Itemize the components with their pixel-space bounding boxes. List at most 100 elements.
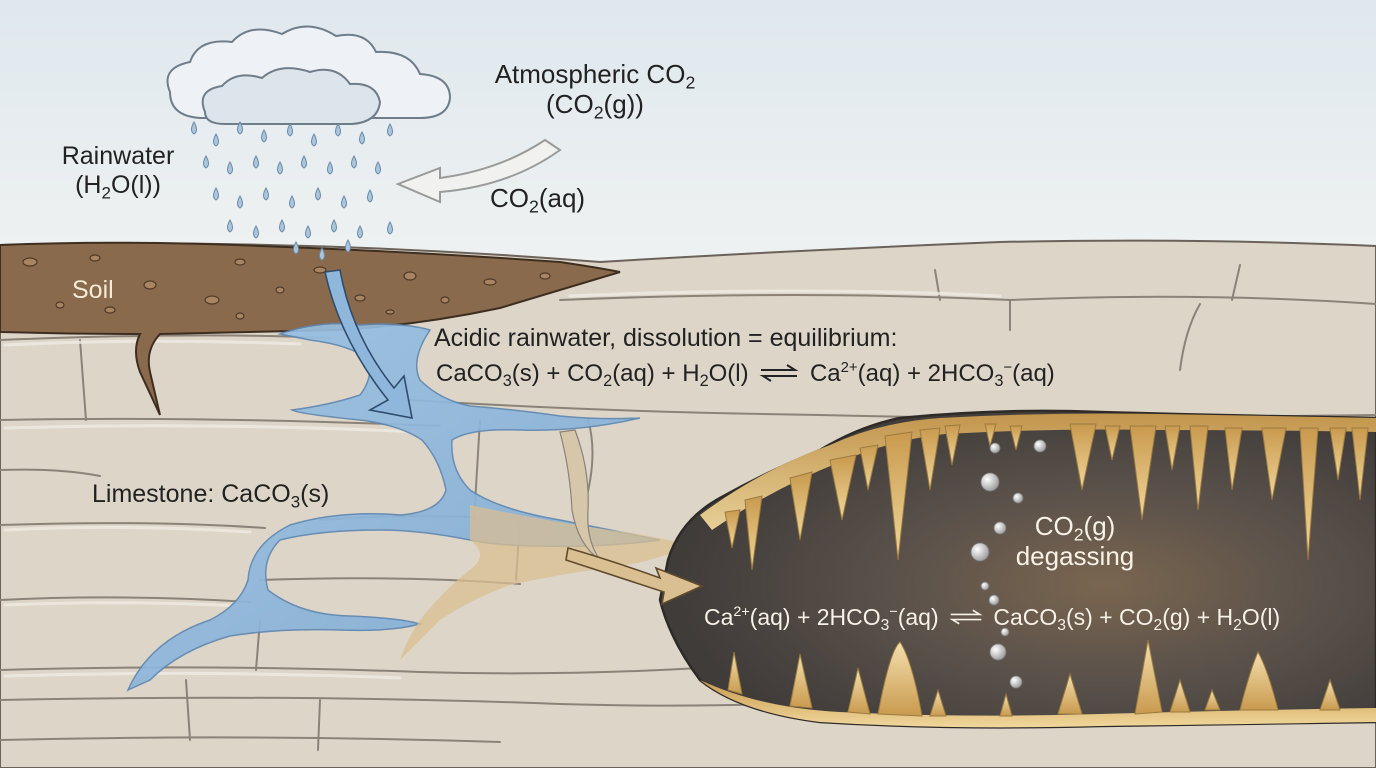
- rain-drop: [305, 224, 311, 239]
- rain-drop: [331, 218, 337, 233]
- diss-right-2-sub: 3: [994, 372, 1004, 391]
- limestone-post: (s): [300, 480, 330, 508]
- atmospheric-co2-gas-post: (g)): [603, 88, 644, 119]
- co2-dissolving-arrow: [395, 138, 562, 204]
- soil-label: Soil: [72, 276, 114, 304]
- rain-drop: [287, 122, 293, 137]
- rain-drop: [203, 154, 209, 169]
- rainwater-formula-sub: 2: [101, 183, 111, 203]
- degassing-text: degassing: [1015, 540, 1135, 571]
- rainwater-text: Rainwater: [61, 142, 175, 170]
- diss-right-1-sup: 2+: [840, 359, 858, 376]
- rain-drop: [263, 186, 269, 201]
- rain-drop: [387, 122, 393, 137]
- atmospheric-co2-text: Atmospheric CO: [494, 59, 686, 89]
- limestone-pre: Limestone: CaCO: [92, 480, 291, 508]
- degassing-co2-post: (g): [1083, 511, 1116, 541]
- diss-left-4: O(l): [708, 360, 749, 387]
- rain-drops: [191, 120, 393, 261]
- degassing-co2-pre: CO: [1034, 511, 1074, 541]
- dissolution-equation: CaCO3(s) + CO2(aq) + H2O(l) Ca2+(aq) + 2…: [436, 359, 1055, 391]
- soil-pebbles: [22, 254, 551, 320]
- rain-drop: [277, 160, 283, 175]
- rain-drop: [311, 132, 317, 147]
- co2-aq-sub: 2: [529, 196, 539, 217]
- diss-left-2: (s) + CO: [511, 360, 604, 387]
- rain-drop: [387, 220, 393, 235]
- equilibrium-arrow-icon: [759, 364, 799, 382]
- cloud: [166, 25, 452, 125]
- rain-drop: [213, 132, 219, 147]
- diss-right-1: Ca: [809, 360, 841, 387]
- rain-drop: [341, 194, 347, 209]
- rain-drop: [253, 154, 259, 169]
- dissolution-title: Acidic rainwater, dissolution = equilibr…: [434, 324, 898, 352]
- rain-drop: [345, 238, 351, 253]
- cave-ceiling-rim: [700, 413, 1376, 530]
- rain-drop: [237, 120, 243, 135]
- diss-left-2-sub: 2: [603, 372, 613, 391]
- atmospheric-co2-gas-pre: (CO: [546, 88, 594, 119]
- limestone-label: Limestone: CaCO3(s): [92, 480, 330, 512]
- prec-left-3: (aq): [897, 604, 939, 630]
- diss-left-3: (aq) + H: [612, 360, 700, 387]
- rain-drop: [227, 160, 233, 175]
- rainwater-seepage-arrow: [324, 269, 414, 420]
- prec-right-3: (g) + H: [1162, 604, 1234, 630]
- atmospheric-co2-gas-sub: 2: [593, 102, 604, 123]
- rain-drop: [351, 154, 357, 169]
- co2-aq-post: (aq): [538, 183, 586, 213]
- rain-drop: [359, 130, 365, 145]
- prec-left-1-sup: 2+: [733, 604, 750, 621]
- degassing-label: CO2(g) degassing: [990, 511, 1160, 572]
- prec-right-2: (s) + CO: [1066, 604, 1154, 630]
- stalagmites: [727, 639, 1341, 717]
- rain-drop: [191, 120, 197, 135]
- rain-drop: [213, 186, 219, 201]
- co2-bubbles: [970, 439, 1047, 689]
- atmospheric-co2-label: Atmospheric CO2 (CO2(g)): [470, 59, 720, 123]
- rain-drop: [335, 122, 341, 137]
- prec-right-4: O(l): [1241, 604, 1281, 630]
- diss-right-2-sup: −: [1003, 359, 1013, 376]
- rain-drop: [227, 218, 233, 233]
- rain-drop: [279, 218, 285, 233]
- rainwater-formula-pre: (H: [75, 170, 102, 199]
- precipitation-equation: Ca2+(aq) + 2HCO3−(aq) CaCO3(s) + CO2(g) …: [704, 604, 1281, 633]
- prec-left-2: (aq) + 2HCO: [749, 604, 881, 630]
- rainwater-label: Rainwater (H2O(l)): [38, 142, 198, 203]
- prec-left-2-sup: −: [889, 604, 898, 621]
- diss-right-3: (aq): [1012, 360, 1055, 387]
- prec-right-1-sub: 3: [1057, 617, 1066, 634]
- diss-right-2: (aq) + 2HCO: [857, 360, 995, 387]
- prec-left-2-sub: 3: [880, 617, 890, 634]
- diss-left-1-sub: 3: [502, 372, 512, 391]
- limestone-sub: 3: [290, 492, 301, 512]
- rain-drop: [315, 186, 321, 201]
- water-seepage: [126, 322, 661, 692]
- rainwater-formula-post: O(l)): [110, 170, 161, 199]
- rain-drop: [293, 240, 299, 255]
- rain-drop: [375, 160, 381, 175]
- co2-aq-pre: CO: [490, 183, 529, 213]
- rain-drop: [357, 224, 363, 239]
- rain-drop: [261, 128, 267, 143]
- equilibrium-arrow-icon: [949, 609, 983, 625]
- rain-drop: [237, 194, 243, 209]
- prec-right-2-sub: 2: [1153, 617, 1163, 634]
- rain-drop: [367, 188, 373, 203]
- rain-drop: [289, 194, 295, 209]
- prec-right-1: CaCO: [993, 604, 1058, 630]
- water-seepage-tan: [400, 505, 690, 660]
- rain-drop: [327, 160, 333, 175]
- atmospheric-co2-sub: 2: [685, 72, 696, 93]
- prec-right-3-sub: 2: [1233, 617, 1242, 634]
- rain-drop: [319, 246, 325, 261]
- rain-drop: [301, 154, 307, 169]
- diss-left-3-sub: 2: [699, 372, 709, 391]
- degassing-co2-sub: 2: [1073, 524, 1084, 545]
- stalactites: [724, 423, 1369, 571]
- flow-to-cave-arrow: [565, 546, 705, 606]
